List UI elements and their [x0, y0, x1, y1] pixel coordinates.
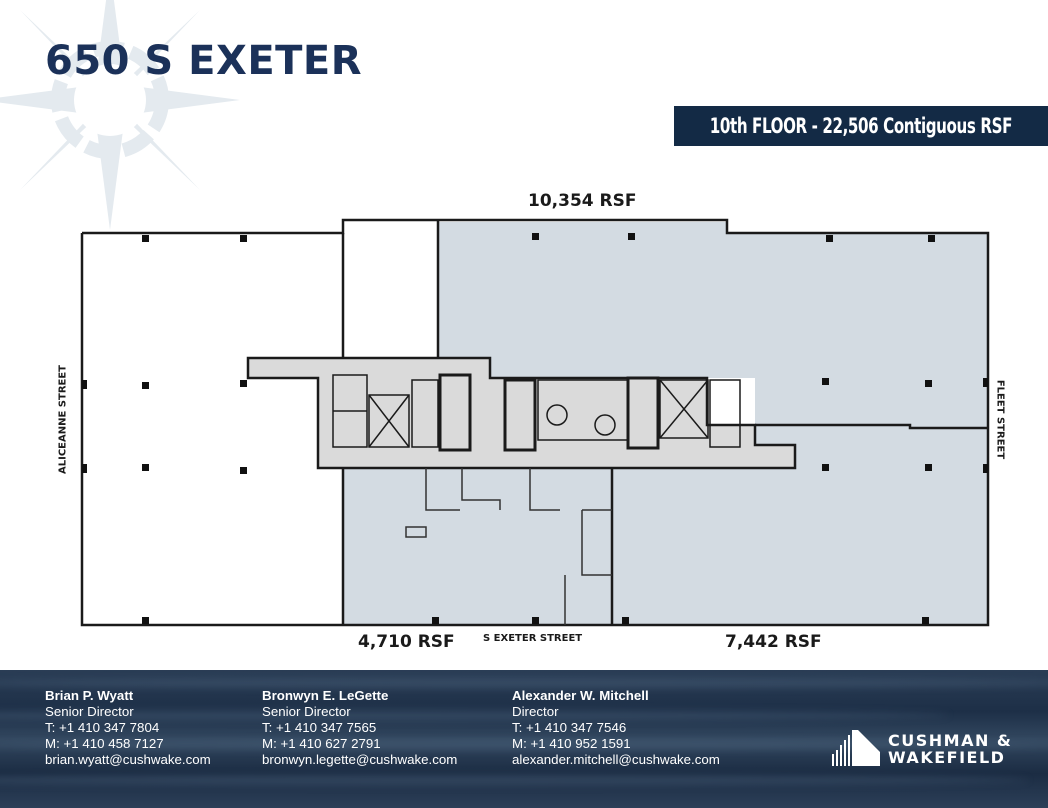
contact-title: Senior Director: [262, 704, 351, 719]
contact-mobile[interactable]: M: +1 410 952 1591: [512, 736, 631, 751]
footer: Brian P. Wyatt Senior Director T: +1 410…: [0, 670, 1048, 808]
contact-email[interactable]: brian.wyatt@cushwake.com: [45, 752, 211, 767]
compass-rose-icon: [0, 0, 240, 230]
contact-email[interactable]: bronwyn.legette@cushwake.com: [262, 752, 458, 767]
contact-card: Bronwyn E. LeGette Senior Director T: +1…: [262, 688, 457, 768]
floor-plan: [80, 218, 990, 627]
contact-phone[interactable]: T: +1 410 347 7546: [512, 720, 627, 735]
street-label-west: ALICEANNE STREET: [57, 365, 69, 474]
page-title: 650 S EXETER: [45, 38, 363, 84]
suite-rsf-label: 10,354 RSF: [528, 191, 637, 211]
suite-rsf-label: 4,710 RSF: [358, 632, 455, 652]
contact-title: Director: [512, 704, 559, 719]
street-label-south: S EXETER STREET: [483, 633, 583, 644]
suite-rsf-label: 7,442 RSF: [725, 632, 822, 652]
floor-banner-text: 10th FLOOR - 22,506 Contiguous RSF: [709, 114, 1013, 138]
floor-banner: 10th FLOOR - 22,506 Contiguous RSF: [674, 106, 1048, 146]
contact-mobile[interactable]: M: +1 410 458 7127: [45, 736, 164, 751]
contact-title: Senior Director: [45, 704, 134, 719]
contact-mobile[interactable]: M: +1 410 627 2791: [262, 736, 381, 751]
logo-line-2: WAKEFIELD: [888, 748, 1006, 767]
logo-line-1: CUSHMAN &: [888, 731, 1013, 750]
contact-card: Brian P. Wyatt Senior Director T: +1 410…: [45, 688, 211, 768]
contact-phone[interactable]: T: +1 410 347 7804: [45, 720, 160, 735]
available-space-4710: [343, 468, 612, 625]
street-label-east: FLEET STREET: [994, 379, 1006, 460]
contact-name: Brian P. Wyatt: [45, 688, 134, 703]
cushman-wakefield-logo: CUSHMAN & WAKEFIELD: [832, 730, 1012, 766]
building-logo-icon: [832, 730, 880, 766]
contact-card: Alexander W. Mitchell Director T: +1 410…: [512, 688, 720, 768]
contact-phone[interactable]: T: +1 410 347 7565: [262, 720, 377, 735]
available-space-10354: [438, 222, 988, 625]
contact-name: Bronwyn E. LeGette: [262, 688, 389, 703]
contact-name: Alexander W. Mitchell: [512, 688, 649, 703]
contact-email[interactable]: alexander.mitchell@cushwake.com: [512, 752, 720, 767]
